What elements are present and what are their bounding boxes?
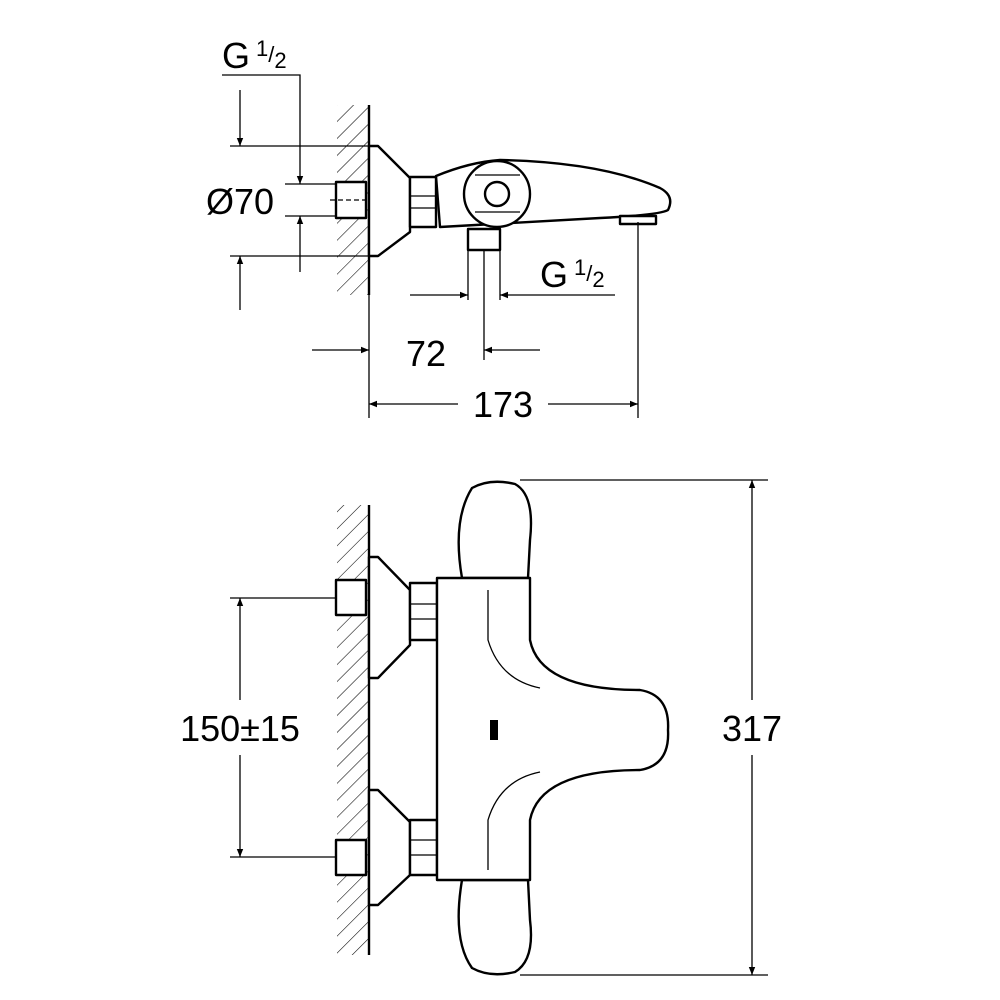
height-dimension: 317 — [722, 708, 782, 749]
nut-bottom — [408, 818, 439, 877]
escutcheon-bottom — [367, 788, 412, 907]
inlet-spacing-dimension: 150±15 — [180, 708, 300, 749]
connector-bottom — [334, 838, 368, 877]
wall-hatch — [337, 505, 369, 955]
mixer-body — [435, 576, 670, 882]
diameter-label: Ø70 — [206, 181, 274, 222]
escutcheon — [367, 144, 412, 258]
handle-top — [457, 480, 533, 580]
nut — [408, 175, 438, 229]
outlet-connector — [466, 227, 502, 252]
connector-top — [334, 578, 368, 617]
projection-dimension: 173 — [473, 384, 533, 425]
escutcheon-top — [367, 555, 412, 680]
outlet-offset-dimension: 72 — [406, 333, 446, 374]
handle-bottom — [457, 878, 533, 976]
front-view: 150±15 317 — [180, 479, 782, 976]
nut-top — [408, 581, 439, 642]
